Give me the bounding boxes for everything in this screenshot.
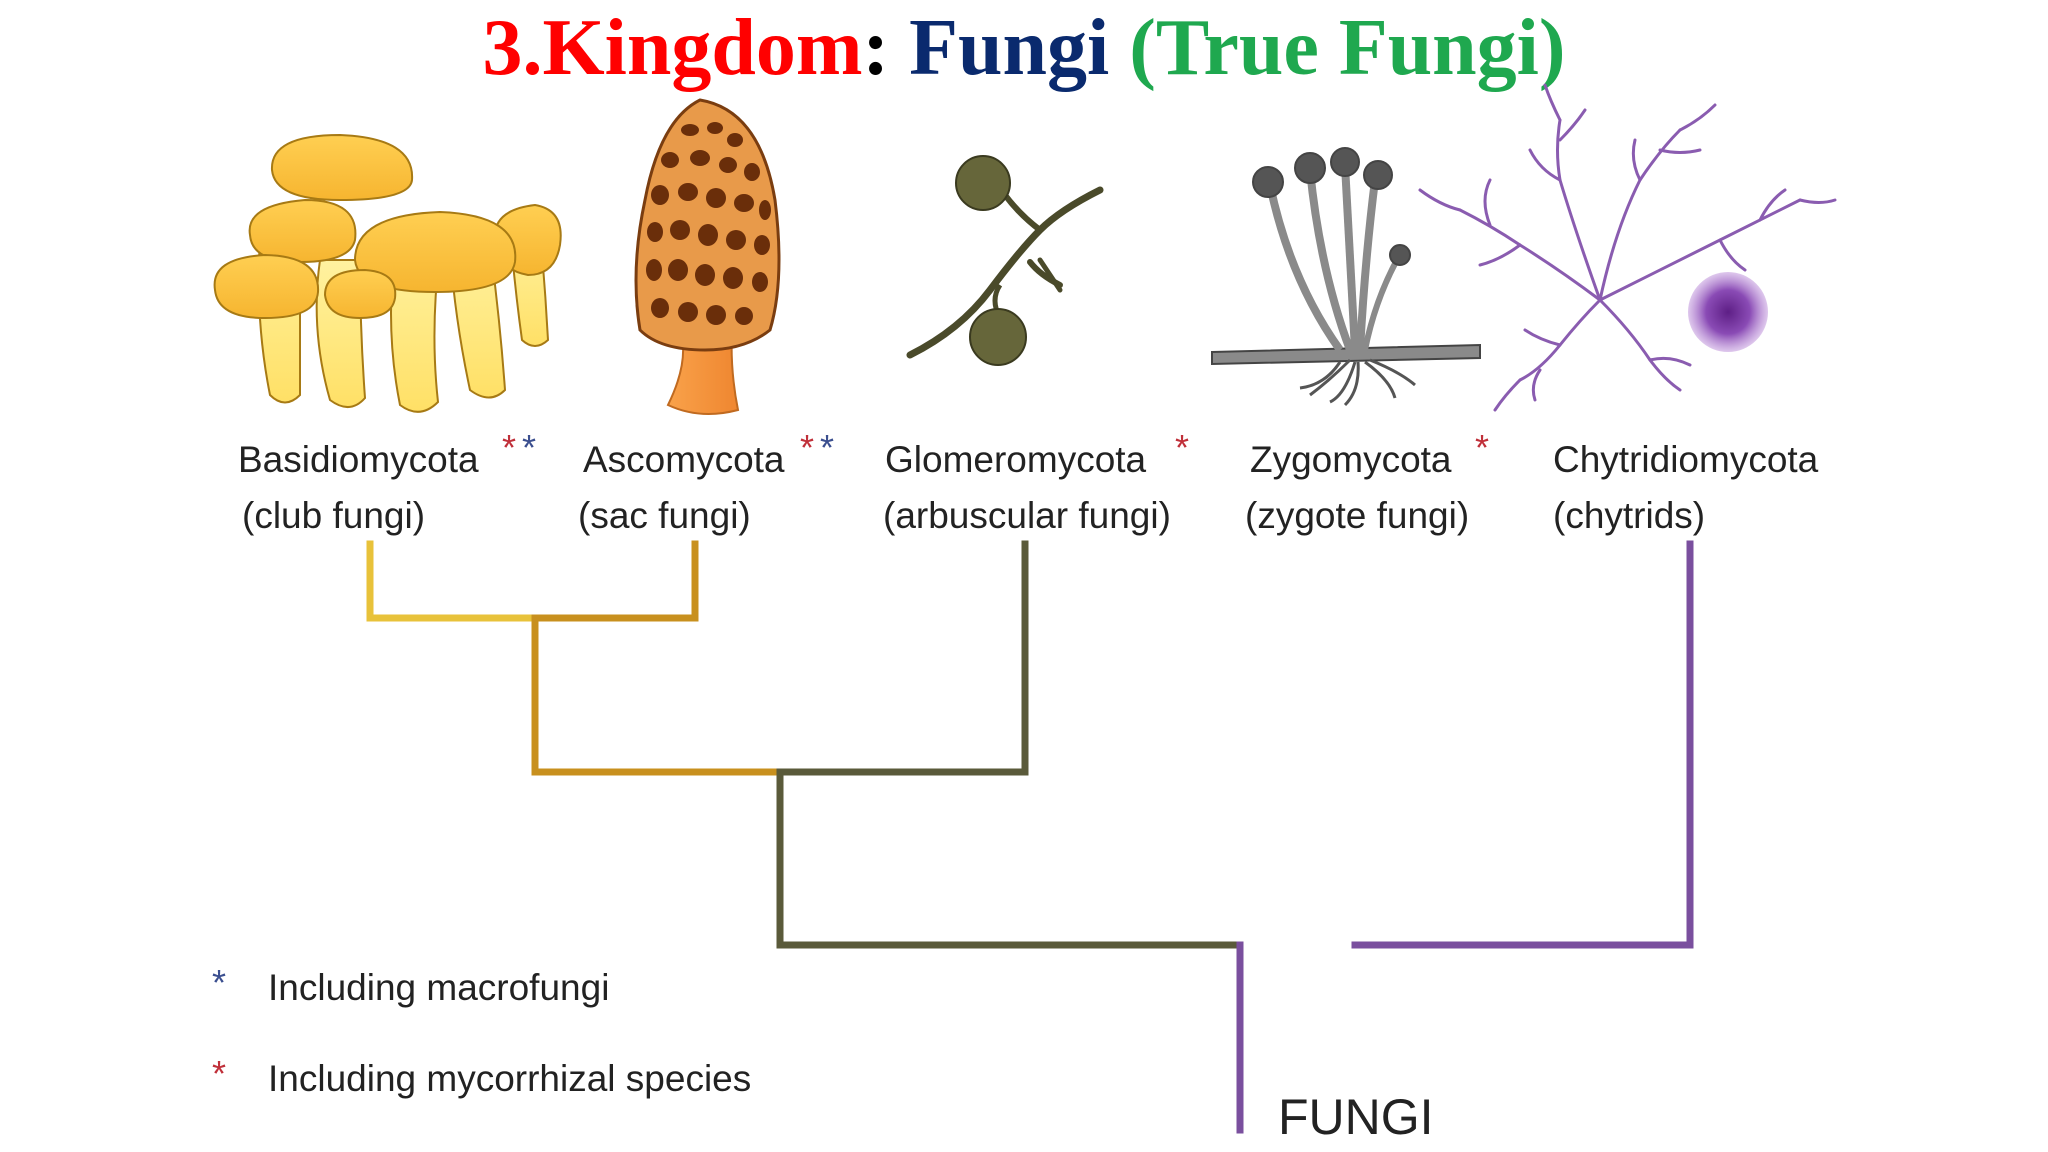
legend: * Including macrofungi * Including mycor…: [212, 962, 751, 1099]
title-prefix: 3.Kingdom: [482, 4, 863, 92]
root-label: FUNGI: [1278, 1089, 1434, 1145]
branch-ascomycota: [531, 540, 699, 622]
branch-basidiomycota: [366, 540, 539, 622]
star-macrofungi: *: [522, 427, 536, 468]
group-common-name: (chytrids): [1553, 495, 1705, 536]
group-label-chytridiomycota: Chytridiomycota (chytrids): [1553, 439, 1819, 536]
branch-dikarya-glomero: [776, 768, 1244, 949]
legend-text-macrofungi: Including macrofungi: [268, 967, 609, 1008]
legend-star-blue: *: [212, 962, 226, 1003]
title-sub: (True Fungi): [1129, 4, 1566, 92]
branch-chytridiomycota: [1351, 540, 1694, 949]
star-macrofungi: *: [820, 427, 834, 468]
group-label-zygomycota: Zygomycota * (zygote fungi): [1245, 427, 1489, 536]
legend-star-red: *: [212, 1053, 226, 1094]
group-name: Ascomycota: [583, 439, 785, 480]
group-common-name: (club fungi): [242, 495, 425, 536]
bread-mold-icon: [1211, 147, 1481, 407]
group-label-basidiomycota: Basidiomycota * * (club fungi): [238, 427, 536, 536]
branch-glomeromycota: [776, 540, 1029, 776]
star-mycorrhizal: *: [1175, 427, 1189, 468]
group-label-glomeromycota: Glomeromycota * (arbuscular fungi): [883, 427, 1189, 536]
group-name: Zygomycota: [1250, 439, 1452, 480]
group-name: Chytridiomycota: [1553, 439, 1819, 480]
phylogenetic-tree: [366, 540, 1694, 1134]
chytrid-icon: [1418, 83, 1837, 412]
mushroom-cluster-icon: [213, 133, 562, 413]
slide-title: 3.Kingdom: Fungi (True Fungi): [0, 2, 2048, 94]
legend-text-mycorrhizal: Including mycorrhizal species: [268, 1058, 751, 1099]
arbuscular-hypha-icon: [906, 155, 1104, 366]
title-separator: :: [862, 4, 890, 92]
group-common-name: (arbuscular fungi): [883, 495, 1171, 536]
star-mycorrhizal: *: [1475, 427, 1489, 468]
morel-icon: [634, 98, 781, 415]
branch-basidio-asco: [531, 614, 784, 776]
group-common-name: (sac fungi): [578, 495, 751, 536]
group-name: Glomeromycota: [885, 439, 1147, 480]
group-name: Basidiomycota: [238, 439, 479, 480]
star-mycorrhizal: *: [502, 427, 516, 468]
star-mycorrhizal: *: [800, 427, 814, 468]
group-common-name: (zygote fungi): [1245, 495, 1469, 536]
group-label-ascomycota: Ascomycota * * (sac fungi): [578, 427, 834, 536]
title-main: Fungi: [909, 4, 1110, 92]
